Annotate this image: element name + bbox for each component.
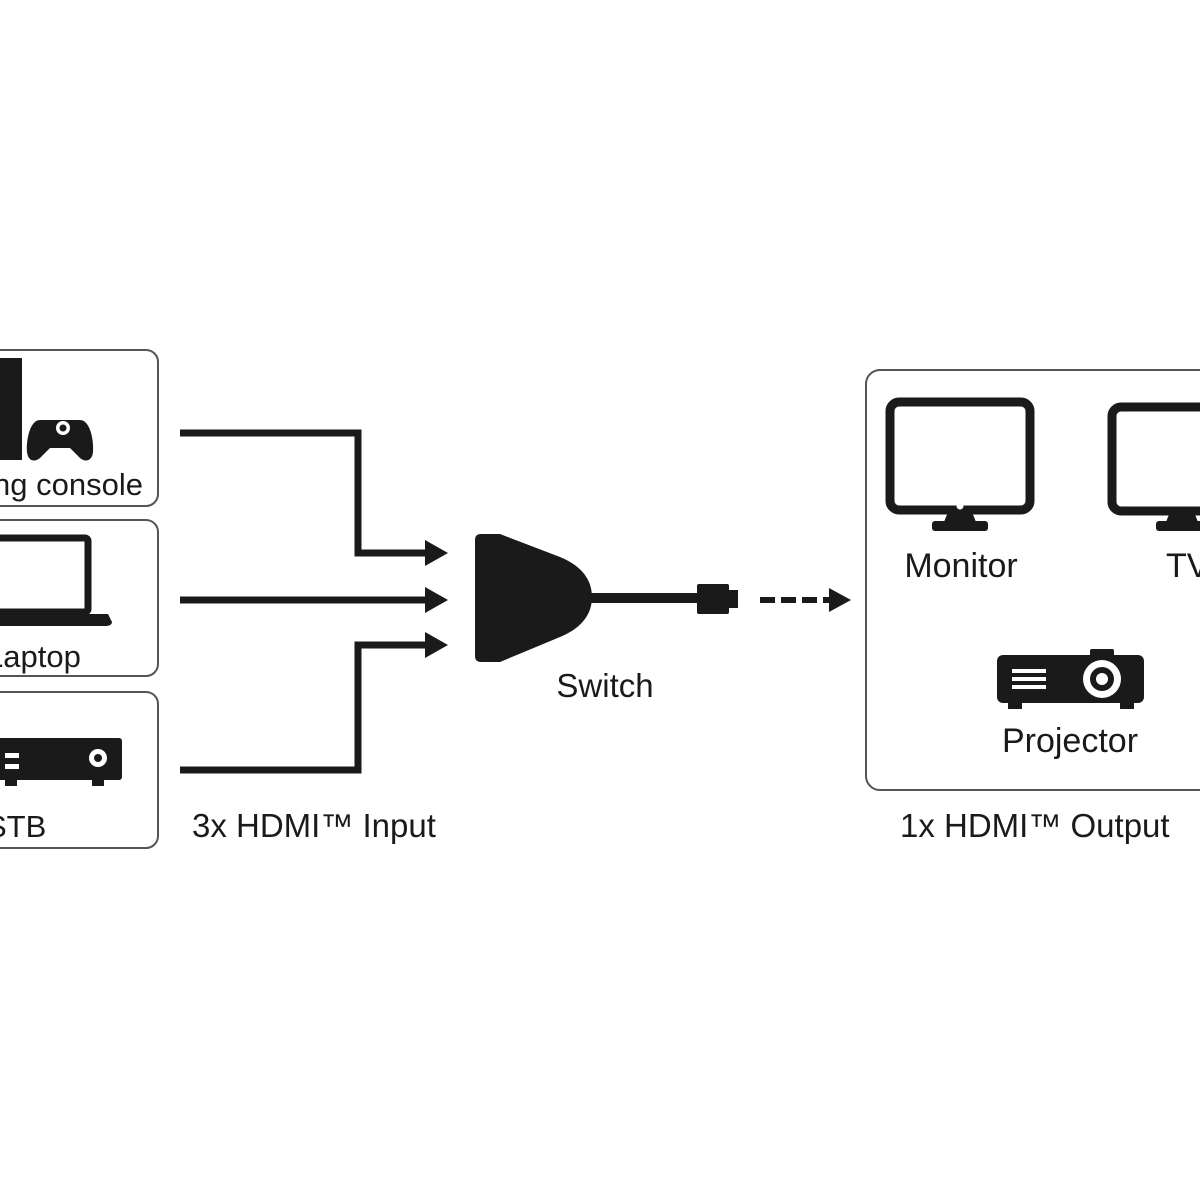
switch-device <box>475 534 738 662</box>
input-arrow-stb <box>180 641 428 774</box>
arrowhead-stb <box>425 632 448 658</box>
output-label-tv: TV <box>1166 547 1200 585</box>
input-label-gaming-console: Gaming console <box>0 467 143 502</box>
input-box-gaming-console: Gaming console <box>0 349 159 507</box>
input-caption: 3x HDMI™ Input <box>192 807 436 844</box>
input-box-laptop: Laptop <box>0 519 159 677</box>
monitor-icon <box>885 397 1035 531</box>
set-top-box-icon <box>0 738 122 786</box>
switch-label: Switch <box>556 667 653 704</box>
output-arrow <box>760 588 851 612</box>
output-label-projector: Projector <box>1002 722 1138 760</box>
input-label-stb: STB <box>0 809 46 844</box>
arrowhead-output <box>829 588 851 612</box>
projector-icon <box>997 649 1144 709</box>
input-arrows <box>180 429 428 774</box>
input-box-stb: STB <box>0 691 159 849</box>
arrowhead-laptop <box>425 587 448 613</box>
input-label-laptop: Laptop <box>0 639 81 674</box>
hdmi-plug-icon <box>697 584 729 614</box>
tv-icon <box>1107 402 1200 531</box>
laptop-icon <box>0 534 112 626</box>
arrowhead-gaming-console <box>425 540 448 566</box>
input-arrowheads <box>425 540 448 658</box>
switch-body <box>475 534 592 662</box>
output-box: Monitor TV Projector <box>865 369 1200 791</box>
output-caption: 1x HDMI™ Output <box>900 807 1170 844</box>
output-label-monitor: Monitor <box>904 547 1017 585</box>
gaming-console-icon <box>0 358 94 461</box>
switch-cable <box>590 593 698 603</box>
input-arrow-gaming-console <box>180 429 428 557</box>
